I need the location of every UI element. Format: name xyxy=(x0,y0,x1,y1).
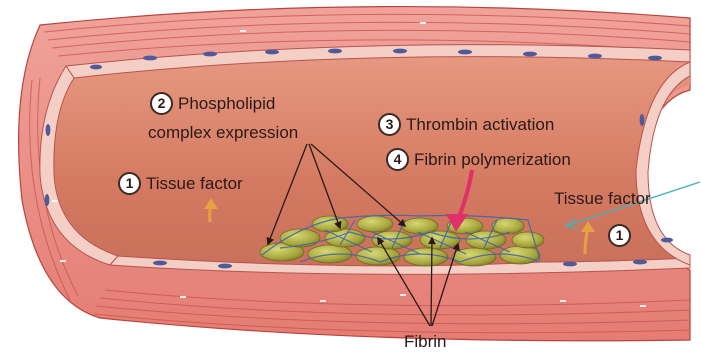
label-phospholipid-line1: Phospholipid xyxy=(178,94,275,113)
label-thrombin-text: Thrombin activation xyxy=(406,115,554,134)
label-tissue-factor-left-text: Tissue factor xyxy=(146,174,243,193)
step-badge-1-right: 1 xyxy=(608,224,631,247)
label-phospholipid-line2: complex expression xyxy=(148,124,298,141)
label-fibrin-polymerization: 4 Fibrin polymerization xyxy=(386,148,571,171)
label-tissue-factor-left: 1 Tissue factor xyxy=(118,172,243,195)
label-phospholipid: 2 Phospholipid xyxy=(150,92,275,115)
step-badge-1-left: 1 xyxy=(118,172,141,195)
step-badge-2: 2 xyxy=(150,92,173,115)
label-fibrin: Fibrin xyxy=(404,333,447,350)
step-badge-3: 3 xyxy=(378,113,401,136)
label-thrombin-activation: 3 Thrombin activation xyxy=(378,113,554,136)
step-badge-4: 4 xyxy=(386,148,409,171)
label-fibrin-poly-text: Fibrin polymerization xyxy=(414,150,571,169)
step-badge-1-right-wrap: 1 xyxy=(608,224,636,247)
label-tissue-factor-right: Tissue factor xyxy=(554,190,651,207)
